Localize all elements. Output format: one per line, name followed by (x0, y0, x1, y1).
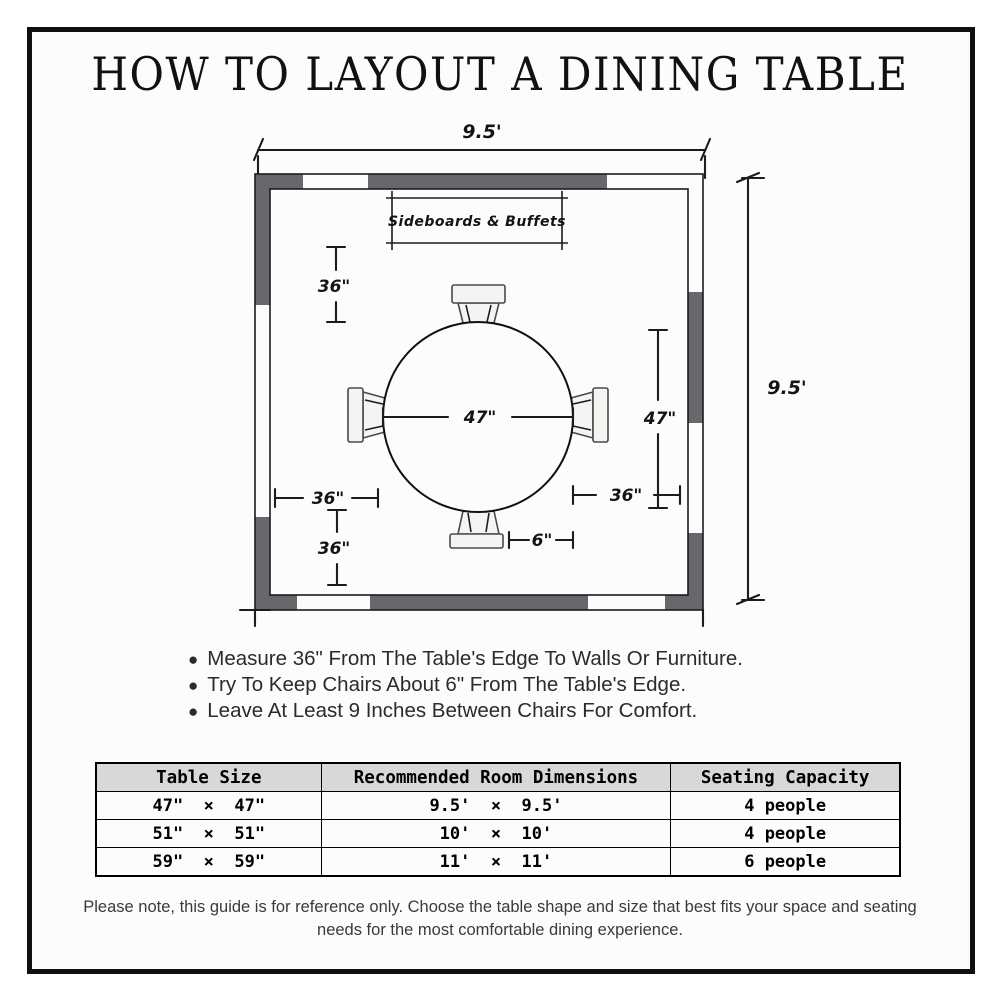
chair-bottom (449, 510, 504, 549)
cell-seating-capacity: 6 people (670, 847, 901, 877)
clearance-top-label: 36" (318, 277, 351, 297)
floor-plan-diagram: 9.5' 9.5' Sideboards & Buffets (238, 121, 807, 628)
clearance-left-lower-dimension: 36" (318, 508, 351, 587)
chair-gap-label: 6" (532, 531, 553, 551)
page-title: HOW TO LAYOUT A DINING TABLE (91, 48, 909, 101)
clearance-left-dimension: 36" (273, 487, 380, 509)
bullet-icon: ● (188, 650, 199, 669)
cell-table-size: 59" × 59" (95, 847, 322, 877)
room-depth-dimension: 9.5' (735, 171, 807, 606)
room-depth-label: 9.5' (767, 377, 806, 399)
cell-room-dimensions: 11' × 11' (320, 847, 672, 877)
cell-table-size: 47" × 47" (95, 791, 322, 820)
chair-left (347, 387, 386, 443)
tips-list: ● Measure 36" From The Table's Edge To Wa… (188, 646, 743, 724)
table-diameter-dimension: 47" (381, 406, 575, 428)
table-row: 59" × 59" 11' × 11' 6 people (95, 847, 901, 877)
tip-item: ● Try To Keep Chairs About 6" From The Ta… (188, 672, 743, 698)
tip-item: ● Leave At Least 9 Inches Between Chairs … (188, 698, 743, 724)
cell-seating-capacity: 4 people (670, 791, 901, 820)
chair-gap-dimension: 6" (507, 530, 575, 551)
right-span-label: 47" (643, 409, 677, 429)
tip-text: Try To Keep Chairs About 6" From The Tab… (207, 673, 687, 696)
header-room-dimensions: Recommended Room Dimensions (320, 762, 672, 792)
clearance-left-lower-label: 36" (318, 539, 351, 559)
size-table: Table Size Recommended Room Dimensions S… (95, 762, 901, 877)
chair-right (570, 387, 609, 443)
room-width-dimension: 9.5' (252, 121, 712, 180)
clearance-right-dimension: 36" (571, 484, 682, 506)
clearance-right-label: 36" (610, 486, 643, 506)
bullet-icon: ● (188, 676, 199, 695)
table-row: 51" × 51" 10' × 10' 4 people (95, 819, 901, 848)
table-diameter-label: 47" (463, 408, 497, 428)
table-row: 47" × 47" 9.5' × 9.5' 4 people (95, 791, 901, 820)
room-walls (238, 173, 705, 628)
right-span-dimension: 47" (643, 328, 677, 510)
bullet-icon: ● (188, 702, 199, 721)
clearance-top-dimension: 36" (318, 245, 351, 324)
size-table-header-row: Table Size Recommended Room Dimensions S… (95, 762, 901, 792)
cell-room-dimensions: 10' × 10' (320, 819, 672, 848)
chair-top (451, 284, 506, 324)
header-table-size: Table Size (95, 762, 322, 792)
clearance-left-label: 36" (312, 489, 345, 509)
room-width-label: 9.5' (462, 121, 501, 143)
tip-text: Measure 36" From The Table's Edge To Wal… (207, 647, 743, 670)
header-seating-capacity: Seating Capacity (670, 762, 901, 792)
cell-table-size: 51" × 51" (95, 819, 322, 848)
tip-item: ● Measure 36" From The Table's Edge To Wa… (188, 646, 743, 672)
sideboard-label: Sideboards & Buffets (388, 214, 566, 230)
cell-seating-capacity: 4 people (670, 819, 901, 848)
cell-room-dimensions: 9.5' × 9.5' (320, 791, 672, 820)
sideboard-zone: Sideboards & Buffets (386, 191, 568, 250)
tip-text: Leave At Least 9 Inches Between Chairs F… (207, 699, 698, 722)
footnote: Please note, this guide is for reference… (83, 898, 917, 939)
